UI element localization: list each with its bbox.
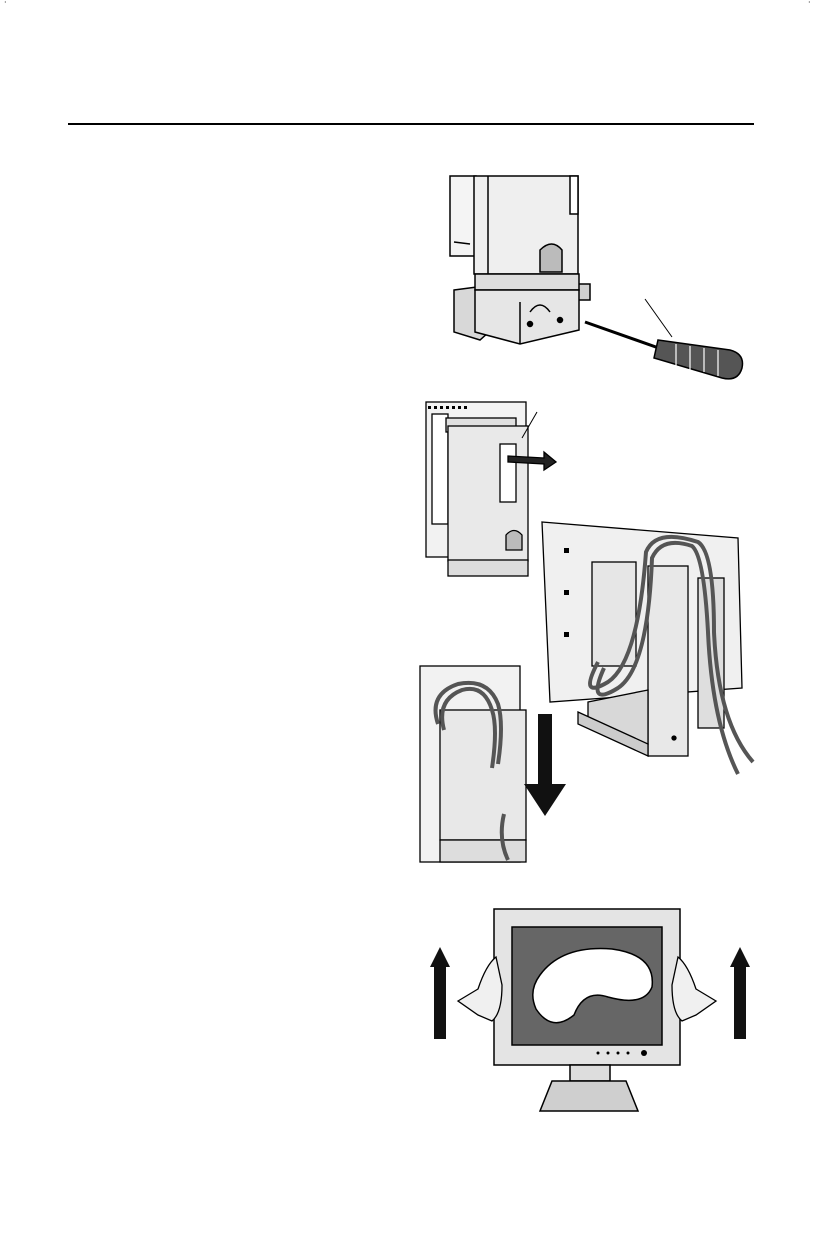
corner-mark-right: · — [808, 0, 811, 7]
figure-cover-replace — [418, 664, 568, 864]
header-rule — [68, 123, 754, 125]
figure-monitor-lift — [412, 905, 780, 1120]
figure-screwdriver — [440, 172, 770, 387]
figure-cable-routing — [538, 512, 763, 787]
corner-mark-left: · — [4, 0, 7, 7]
